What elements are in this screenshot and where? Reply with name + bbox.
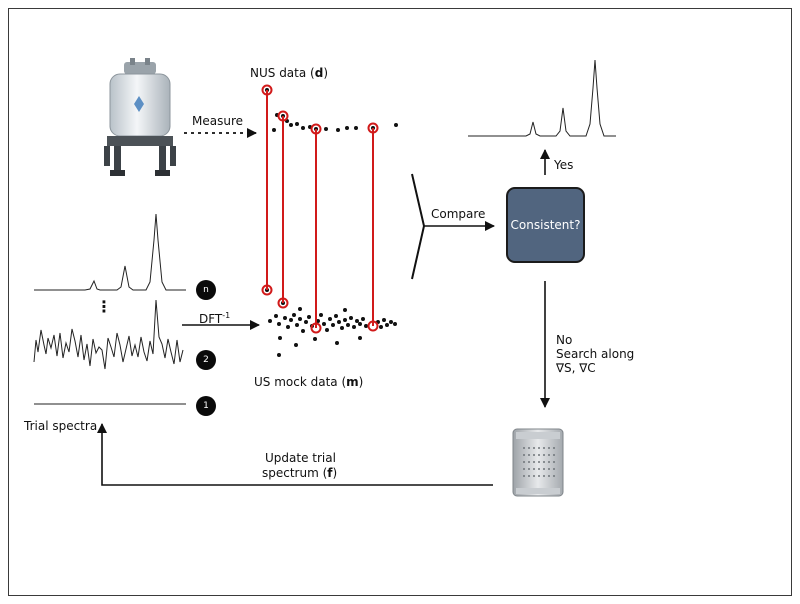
no-label: No bbox=[556, 333, 573, 347]
computer-tower-icon bbox=[512, 428, 564, 497]
update-arrow bbox=[97, 423, 493, 486]
yes-label: Yes bbox=[554, 158, 574, 172]
consistent-label: Consistent? bbox=[510, 218, 581, 232]
nus-data-label: NUS data (d) bbox=[250, 66, 328, 80]
compare-bracket bbox=[411, 173, 426, 280]
update-trial-label: Update trial bbox=[265, 451, 336, 465]
gradients-label: ∇S, ∇C bbox=[556, 361, 596, 375]
badge-1: 1 bbox=[196, 396, 216, 416]
trial-spectrum-2 bbox=[33, 299, 184, 370]
trial-spectra-label: Trial spectra bbox=[24, 419, 98, 433]
trial-spectrum-n bbox=[34, 213, 186, 291]
measure-label: Measure bbox=[192, 114, 243, 128]
search-along-label: Search along bbox=[556, 347, 635, 361]
vertical-ellipsis-icon: ⋮ bbox=[96, 297, 112, 316]
result-spectrum bbox=[468, 59, 616, 137]
nmr-spectrometer-icon bbox=[104, 58, 176, 176]
dft-inverse-label: DFT-1 bbox=[199, 311, 231, 326]
badge-n: n bbox=[196, 280, 216, 300]
update-spectrum-label: spectrum (f) bbox=[262, 466, 338, 480]
us-mock-data-label: US mock data (m) bbox=[254, 375, 364, 389]
sampling-lines bbox=[261, 84, 379, 334]
consistent-decision-box: Consistent? bbox=[506, 187, 585, 263]
badge-2: 2 bbox=[196, 350, 216, 370]
compare-label: Compare bbox=[431, 207, 486, 221]
nus-data-points bbox=[265, 88, 398, 132]
